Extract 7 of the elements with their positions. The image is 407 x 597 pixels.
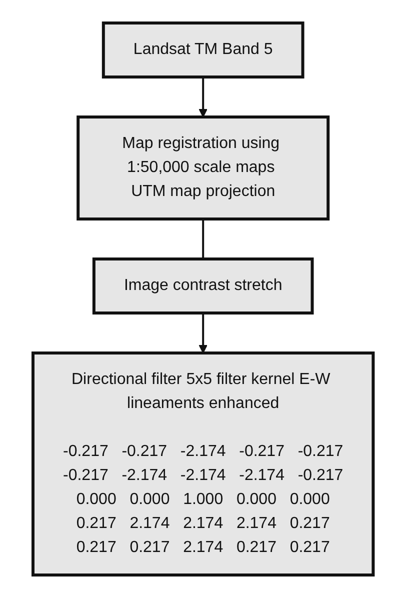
connector <box>202 218 204 258</box>
arrow <box>199 76 208 117</box>
node-box: Directional filter 5x5 filter kernel E-W lineaments enhanced -0.217 -0.217 -2.174 -0.217 -0.217 -0.217 -2.174 -2.174 -2.174 -0.217 0.000 0.000 1.000 0.000 0.000 0.217 2.174 2.174 2.174 0.217 0.217 0.217 2.174 0.217 0.217 <box>32 351 376 576</box>
arrow <box>199 312 208 353</box>
node-box: Map registration using 1:50,000 scale maps UTM map projection <box>77 115 330 220</box>
node-box: Landsat TM Band 5 <box>102 21 305 78</box>
node-box: Image contrast stretch <box>92 257 314 314</box>
